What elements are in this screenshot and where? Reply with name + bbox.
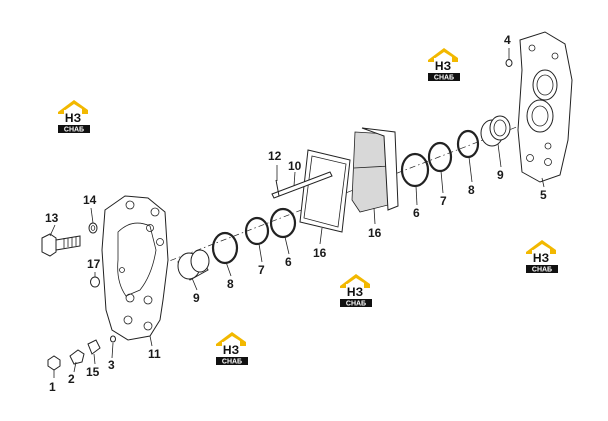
callout-7-left: 7 bbox=[258, 263, 265, 277]
ring-part-6-right bbox=[400, 152, 430, 188]
callout-16-left: 16 bbox=[313, 246, 327, 260]
callout-7-right: 7 bbox=[440, 194, 447, 208]
logo-caption: СНАБ bbox=[434, 75, 454, 82]
dust-boot-part-7-left bbox=[244, 216, 270, 246]
callout-6-left: 6 bbox=[285, 255, 292, 269]
callout-9-left: 9 bbox=[193, 291, 200, 305]
callout-15: 15 bbox=[86, 365, 100, 379]
callout-4: 4 bbox=[504, 33, 511, 47]
callout-2: 2 bbox=[68, 372, 75, 386]
logo-letters: НЗ bbox=[435, 59, 451, 73]
logo-letters: НЗ bbox=[65, 111, 81, 125]
callout-6-right: 6 bbox=[413, 206, 420, 220]
callout-1: 1 bbox=[49, 380, 56, 394]
logo-roof-icon bbox=[428, 48, 458, 62]
brand-watermark-logos: НЗ СНАБ НЗ СНАБ НЗ СНАБ НЗ СНАБ НЗ СНАБ bbox=[58, 48, 558, 366]
logo-roof-icon bbox=[58, 100, 88, 114]
anti-squeal-shim-part-16-left bbox=[299, 149, 351, 233]
retaining-pin-part-10 bbox=[271, 171, 333, 199]
callout-14: 14 bbox=[83, 193, 97, 207]
callout-13: 13 bbox=[45, 211, 59, 225]
callout-9-right: 9 bbox=[497, 168, 504, 182]
seal-ring-part-8-right bbox=[456, 129, 480, 159]
leader-lines bbox=[49, 48, 545, 378]
callout-17: 17 bbox=[87, 257, 101, 271]
nz-snab-logo: НЗ СНАБ bbox=[526, 240, 558, 274]
logo-roof-icon bbox=[216, 332, 246, 346]
logo-roof-icon bbox=[340, 274, 370, 288]
dust-boot-part-7-right bbox=[427, 141, 453, 173]
logo-letters: НЗ bbox=[533, 251, 549, 265]
callout-8-left: 8 bbox=[227, 277, 234, 291]
logo-letters: НЗ bbox=[347, 285, 363, 299]
plug-part-17 bbox=[90, 276, 100, 288]
bolt-part-13 bbox=[41, 233, 81, 257]
callout-11: 11 bbox=[148, 347, 161, 361]
logo-roof-icon bbox=[526, 240, 556, 254]
nz-snab-logo: НЗ СНАБ bbox=[58, 100, 90, 134]
logo-caption: СНАБ bbox=[346, 301, 366, 308]
callout-3: 3 bbox=[108, 358, 115, 372]
nipple-part-4 bbox=[505, 59, 513, 67]
caliper-housing-left bbox=[101, 195, 169, 341]
piston-part-9-left bbox=[177, 249, 210, 281]
callout-10: 10 bbox=[288, 159, 302, 173]
callout-8-right: 8 bbox=[468, 183, 475, 197]
nz-snab-logo: НЗ СНАБ bbox=[216, 332, 248, 366]
logo-caption: СНАБ bbox=[222, 359, 242, 366]
nz-snab-logo: НЗ СНАБ bbox=[340, 274, 372, 308]
nz-snab-logo: НЗ СНАБ bbox=[428, 48, 460, 82]
piston-part-9-right bbox=[480, 115, 511, 147]
brake-pad-part-16-right bbox=[351, 127, 399, 213]
logo-letters: НЗ bbox=[223, 343, 239, 357]
callout-16-right: 16 bbox=[368, 226, 382, 240]
logo-caption: СНАБ bbox=[532, 267, 552, 274]
washer-part-14 bbox=[88, 222, 98, 234]
logo-caption: СНАБ bbox=[64, 127, 84, 134]
seal-ring-part-8-left bbox=[211, 231, 239, 265]
caliper-housing-right bbox=[517, 31, 573, 183]
ring-part-6-left bbox=[269, 207, 297, 239]
callout-12: 12 bbox=[268, 149, 282, 163]
spring-clip-part-12 bbox=[275, 179, 280, 197]
bleed-screw-assembly bbox=[47, 335, 116, 371]
callout-5: 5 bbox=[540, 188, 547, 202]
part-number-callouts: 1 2 15 3 11 17 13 14 9 8 7 6 16 12 10 16… bbox=[45, 33, 547, 394]
